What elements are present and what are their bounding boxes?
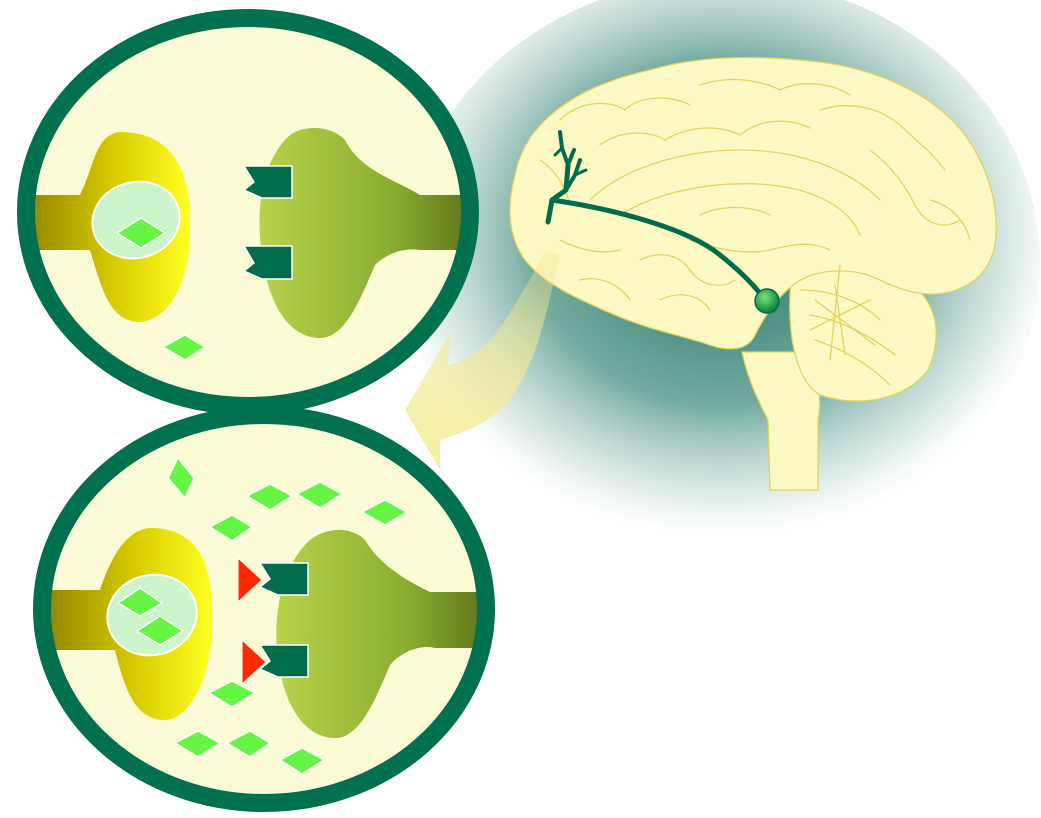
synapse-panel-blocked — [40, 415, 495, 803]
neuron-cell-body — [755, 289, 779, 313]
synapse-panel-normal — [20, 18, 480, 406]
